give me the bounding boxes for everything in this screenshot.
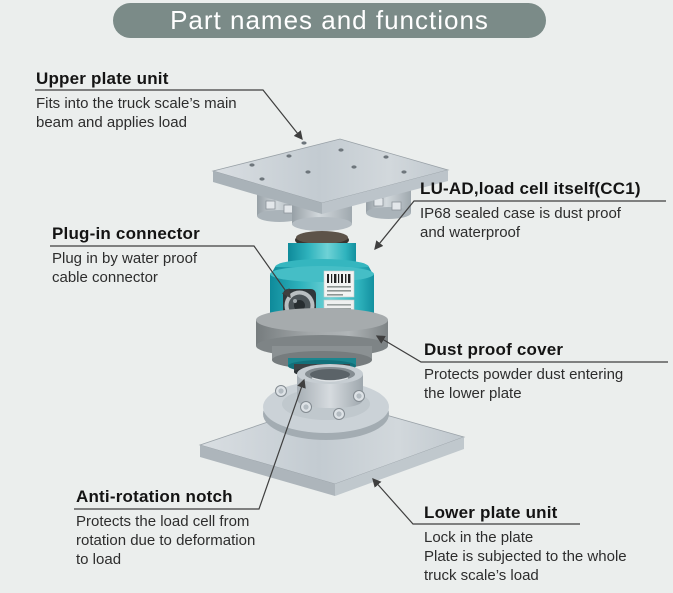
- label-heading: Plug-in connector: [52, 224, 200, 243]
- label-lower-plate-unit: Lower plate unit Lock in the plate Plate…: [424, 503, 627, 585]
- label-text-line: Lock in the plate: [424, 529, 534, 546]
- label-text-line: rotation due to deformation: [76, 532, 256, 549]
- label-anti-rotation-notch: Anti-rotation notch Protects the load ce…: [76, 487, 255, 569]
- lower-plate-bolts: [275, 385, 365, 420]
- label-text-line: and waterproof: [420, 224, 521, 241]
- label-text-line: Protects powder dust entering: [424, 366, 624, 383]
- lower-plate-unit-drawing: [198, 364, 466, 496]
- upper-plate-bolt-holes: [249, 141, 407, 181]
- leader-anti-rotation-notch: [74, 378, 306, 510]
- leader-load-cell: [374, 200, 666, 251]
- label-text-line: IP68 sealed case is dust proof: [420, 205, 621, 222]
- label-text-line: Protects the load cell from: [76, 513, 250, 530]
- load-cell-drawing: [270, 231, 374, 328]
- label-text-line: truck scale’s load: [424, 567, 539, 584]
- label-text-line: Fits into the truck scale’s main: [36, 95, 237, 112]
- label-heading: Dust proof cover: [424, 340, 564, 359]
- label-upper-plate-unit: Upper plate unit Fits into the truck sca…: [36, 69, 237, 132]
- page-title: Part names and functions: [113, 3, 546, 38]
- leader-dust-proof-cover: [375, 335, 668, 363]
- leader-lower-plate: [372, 477, 580, 525]
- label-plug-in-connector: Plug-in connector Plug in by water proof…: [52, 224, 200, 287]
- upper-plate-unit-drawing: [211, 138, 450, 231]
- label-text-line: Plate is subjected to the whole: [424, 548, 627, 565]
- label-text-line: cable connector: [52, 269, 158, 286]
- label-text-line: to load: [76, 551, 122, 568]
- label-text-line: the lower plate: [424, 385, 522, 402]
- leader-plug-in-connector: [50, 245, 291, 299]
- label-text-line: beam and applies load: [36, 114, 187, 131]
- label-text-line: Plug in by water proof: [52, 250, 198, 267]
- label-dust-proof-cover: Dust proof cover Protects powder dust en…: [424, 340, 623, 403]
- label-heading: LU-AD,load cell itself(CC1): [420, 179, 641, 198]
- leader-upper-plate: [35, 89, 303, 141]
- label-heading: Lower plate unit: [424, 503, 558, 522]
- label-heading: Upper plate unit: [36, 69, 169, 88]
- label-heading: Anti-rotation notch: [76, 487, 233, 506]
- label-load-cell: LU-AD,load cell itself(CC1) IP68 sealed …: [420, 179, 641, 242]
